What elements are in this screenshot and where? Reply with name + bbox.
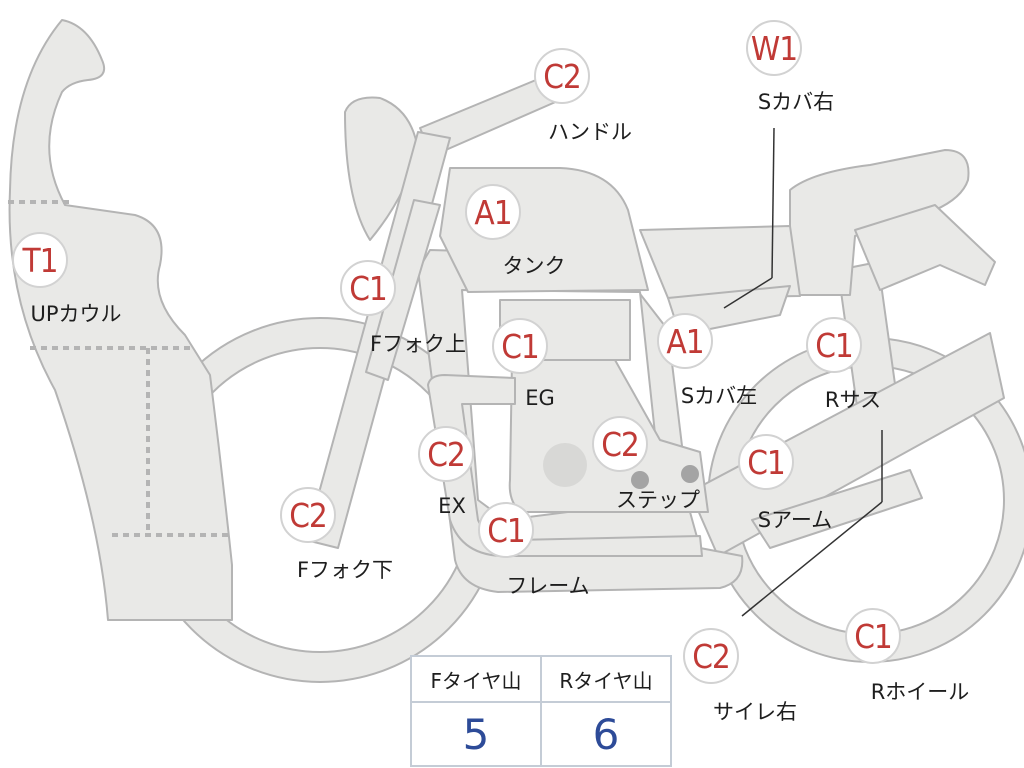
part-label-upper-cowl: UPカウル — [30, 302, 122, 326]
swing-arm — [689, 332, 1005, 557]
part-label-exhaust: EX — [438, 494, 466, 518]
step-peg-2 — [681, 465, 699, 483]
part-label-rear-wheel: Rホイール — [870, 680, 970, 704]
front-tire-header: Fタイヤ山 — [410, 655, 542, 703]
grade-badge-engine: C1 — [492, 318, 548, 374]
tire-tread-table: Fタイヤ山 Rタイヤ山 5 6 — [410, 655, 672, 767]
front-fork-rear — [365, 199, 441, 381]
part-label-front-fork-lower: Fフォク下 — [296, 558, 394, 582]
upper-cowl — [8, 19, 233, 621]
side-cover — [639, 225, 801, 299]
grade-badge-rear-suspension: C1 — [806, 317, 862, 373]
grade-badge-handlebar: C2 — [534, 48, 590, 104]
grade-badge-upper-cowl: T1 — [12, 232, 68, 288]
grade-badge-silencer-right: C2 — [683, 628, 739, 684]
grade-badge-frame: C1 — [478, 502, 534, 558]
engine-cover — [543, 443, 587, 487]
part-label-rear-suspension: Rサス — [824, 388, 882, 412]
part-label-side-cover-left: Sカバ左 — [680, 384, 758, 408]
part-label-step: ステップ — [616, 488, 700, 512]
step-peg-1 — [631, 471, 649, 489]
grade-badge-tank: A1 — [465, 184, 521, 240]
grade-badge-front-fork-lower: C2 — [280, 487, 336, 543]
front-tire-value: 5 — [410, 701, 542, 767]
part-label-silencer-right: サイレ右 — [713, 700, 797, 724]
part-label-swing-arm: Sアーム — [757, 508, 833, 532]
grade-badge-rear-wheel: C1 — [845, 608, 901, 664]
grade-badge-front-fork-upper: C1 — [340, 260, 396, 316]
grade-badge-swing-arm: C1 — [738, 434, 794, 490]
rear-tire-header: Rタイヤ山 — [540, 655, 672, 703]
part-label-handlebar: ハンドル — [548, 120, 632, 144]
grade-badge-side-cover-right: W1 — [746, 20, 802, 76]
silencer — [751, 469, 923, 549]
part-label-tank: タンク — [502, 254, 566, 278]
grade-badge-exhaust: C2 — [418, 426, 474, 482]
part-label-front-fork-upper: Fフォク上 — [369, 332, 467, 356]
part-label-frame: フレーム — [506, 574, 590, 598]
part-label-side-cover-right: Sカバ右 — [757, 90, 835, 114]
rear-tire-value: 6 — [540, 701, 672, 767]
grade-badge-step: C2 — [592, 416, 648, 472]
grade-badge-side-cover-left: A1 — [657, 313, 713, 369]
tail — [854, 204, 996, 291]
part-label-engine: EG — [525, 386, 555, 410]
